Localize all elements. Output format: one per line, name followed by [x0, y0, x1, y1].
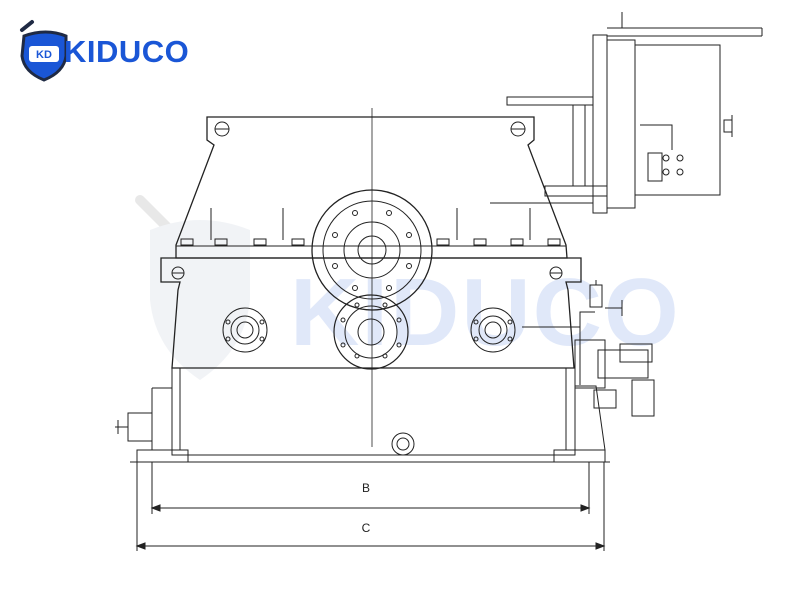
upper-housing [175, 116, 568, 259]
dimension-c-label: C [362, 521, 371, 535]
dimension-b [150, 462, 591, 514]
brand-name: KIDUCO [64, 34, 190, 69]
bearing-cover-right [470, 307, 516, 353]
dimension-b-label: B [362, 481, 370, 495]
dimension-c [135, 462, 606, 551]
shield-icon: KD [20, 20, 68, 82]
bearing-cover-left [222, 307, 268, 353]
drain-plug [391, 432, 415, 456]
brand-logo: KD [16, 18, 196, 82]
flange-bolts [180, 208, 561, 246]
lower-housing [130, 257, 610, 463]
bearing-cover-center [333, 294, 409, 370]
oil-pump-assembly [522, 280, 655, 417]
badge-text: KD [36, 49, 52, 61]
side-mechanism [490, 12, 763, 214]
input-shaft [115, 412, 153, 442]
